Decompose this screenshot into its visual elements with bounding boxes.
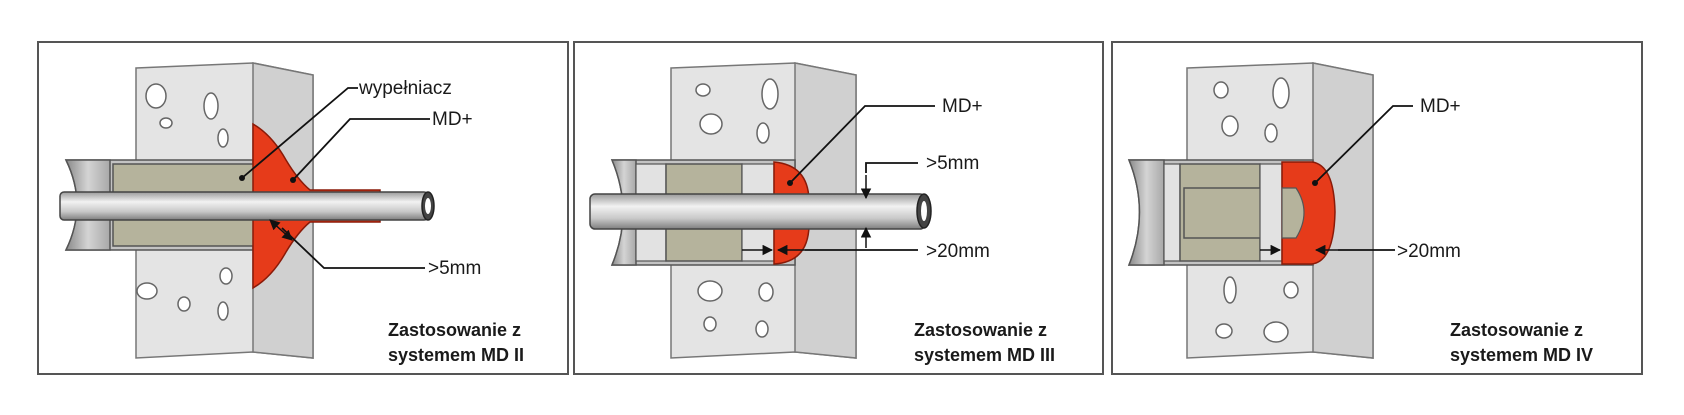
- pipe: [589, 193, 932, 230]
- label-5mm: >5mm: [926, 153, 979, 174]
- caption-line-1: Zastosowanie z: [388, 320, 521, 340]
- panel-md-iv: MD+ >20mm Zastosowanie z systemem MD IV: [1111, 41, 1643, 375]
- leader-md-plus: [292, 118, 430, 181]
- leader-5mm: [281, 227, 425, 269]
- sealant-md-plus: [1281, 161, 1336, 265]
- leader-5mm: [865, 162, 918, 173]
- pipe: [59, 191, 435, 221]
- label-20mm: >20mm: [926, 241, 990, 262]
- leader-md-plus: [789, 105, 935, 184]
- leader-wypelniacz: [241, 87, 358, 179]
- air-gap: [1259, 163, 1283, 262]
- panel-md-ii: wypełniacz MD+ >5mm Zastosowanie z syste…: [37, 41, 569, 375]
- leader-md-plus: [1314, 105, 1413, 184]
- caption-line-2: systemem MD II: [388, 345, 524, 365]
- caption-line-1: Zastosowanie z: [914, 320, 1047, 340]
- label-20mm: >20mm: [1397, 241, 1461, 262]
- caption-line-2: systemem MD III: [914, 345, 1055, 365]
- label-md-plus: MD+: [432, 109, 473, 130]
- label-md-plus: MD+: [1420, 96, 1461, 117]
- panel-md-iii: MD+ >5mm >20mm Zastosowanie z systemem M…: [573, 41, 1104, 375]
- caption-line-2: systemem MD IV: [1450, 345, 1593, 365]
- label-wypelniacz: wypełniacz: [358, 78, 452, 99]
- label-5mm: >5mm: [428, 258, 481, 279]
- label-md-plus: MD+: [942, 96, 983, 117]
- caption-line-1: Zastosowanie z: [1450, 320, 1583, 340]
